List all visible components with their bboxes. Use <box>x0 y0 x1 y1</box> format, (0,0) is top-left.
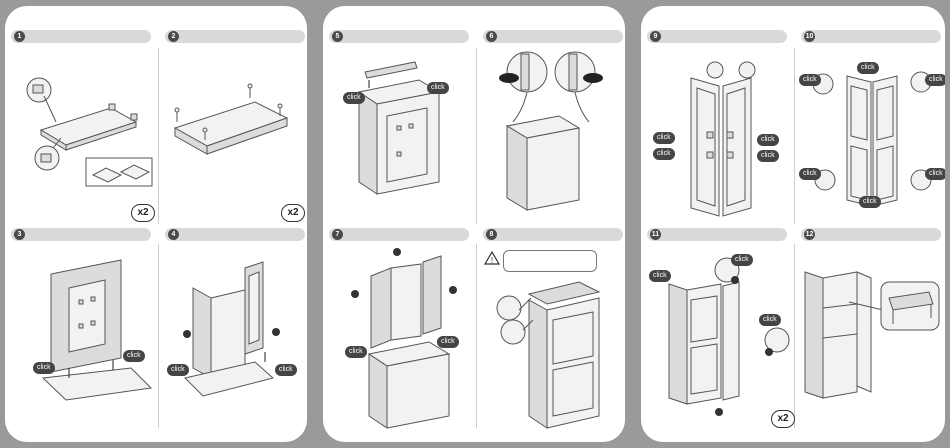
base-assembly-illustration <box>11 30 151 216</box>
click-label: click <box>167 364 189 376</box>
quantity-badge: x2 <box>771 410 795 428</box>
step-8: 8 ! <box>483 228 623 414</box>
screw-detail-illustration <box>483 30 623 216</box>
step-6: 6 <box>483 30 623 216</box>
step-3: 3 click click <box>11 228 151 414</box>
click-label: click <box>859 196 881 208</box>
click-label: click <box>437 336 459 348</box>
step-2: 2 x2 <box>165 30 305 216</box>
click-label: click <box>33 362 55 374</box>
step-11: 11 click click click x2 <box>647 228 787 414</box>
click-label: click <box>925 168 945 180</box>
step-5: 5 click click <box>329 30 469 216</box>
instruction-panel-2: 5 click click 6 <box>323 6 625 442</box>
top-cover-illustration <box>483 228 623 414</box>
side-panels-illustration <box>165 228 305 414</box>
instruction-panel-3: 9 click click click click 10 <box>641 6 945 442</box>
panel-divider <box>794 244 795 428</box>
step-12: 12 <box>801 228 941 414</box>
click-label: click <box>123 350 145 362</box>
step-9: 9 click click click click <box>647 30 787 216</box>
click-label: click <box>759 314 781 326</box>
click-label: click <box>857 62 879 74</box>
click-label: click <box>345 346 367 358</box>
panel-divider <box>476 244 477 428</box>
panel-divider <box>476 48 477 224</box>
panel-divider <box>794 48 795 224</box>
click-label: click <box>653 148 675 160</box>
instruction-panel-1: 1 x2 2 <box>5 6 307 442</box>
click-label: click <box>649 270 671 282</box>
click-label: click <box>925 74 945 86</box>
panel-divider <box>158 48 159 224</box>
click-label: click <box>757 150 779 162</box>
click-label: click <box>799 168 821 180</box>
top-rail-illustration <box>329 30 469 216</box>
click-label: click <box>757 134 779 146</box>
click-label: click <box>653 132 675 144</box>
stack-upper-section-illustration <box>329 228 469 414</box>
click-label: click <box>275 364 297 376</box>
step-7: 7 click click <box>329 228 469 414</box>
base-frame-illustration <box>165 30 305 216</box>
shelf-illustration <box>801 228 941 414</box>
panel-divider <box>158 244 159 428</box>
step-1: 1 x2 <box>11 30 151 216</box>
click-label: click <box>731 254 753 266</box>
click-label: click <box>427 82 449 94</box>
quantity-badge: x2 <box>131 204 155 222</box>
step-4: 4 click click <box>165 228 305 414</box>
step-10: 10 click click click click click click <box>801 30 941 216</box>
door-clips-illustration <box>801 30 941 216</box>
click-label: click <box>343 92 365 104</box>
doors-hinge-illustration <box>647 30 787 216</box>
click-label: click <box>799 74 821 86</box>
quantity-badge: x2 <box>281 204 305 222</box>
back-panel-illustration <box>11 228 151 414</box>
